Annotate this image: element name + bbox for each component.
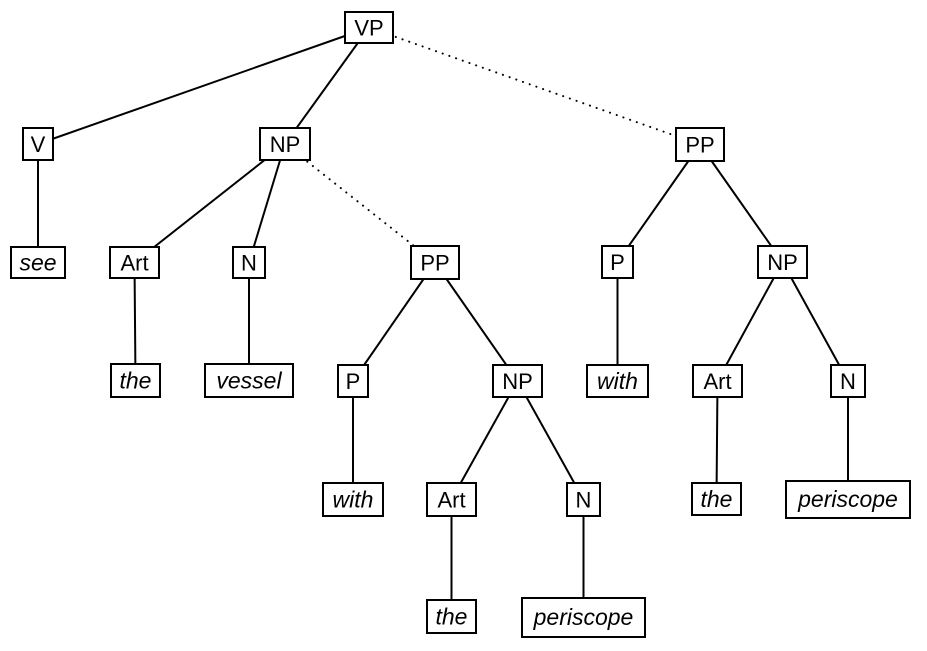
node-np-object-box [259, 127, 311, 161]
edge-pp2-np [699, 143, 784, 263]
node-see-box [10, 246, 66, 279]
node-n-3: N [830, 364, 866, 398]
edge-pp1-p [352, 261, 436, 382]
node-with-1-box [322, 482, 384, 517]
node-art-2-label: Art [437, 488, 465, 513]
edge-np2-art [450, 380, 519, 500]
node-the-2-label: the [436, 604, 468, 630]
node-the-3: the [691, 482, 742, 516]
node-np-2-label: NP [502, 369, 533, 394]
edge-pp1-np [434, 261, 519, 382]
node-art-3: Art [692, 364, 743, 398]
edge-art-the [133, 262, 137, 381]
node-vessel-label: vessel [216, 368, 282, 394]
node-np-3-box [757, 245, 808, 279]
node-np-3: NP [757, 245, 808, 279]
node-p-2: P [601, 245, 634, 279]
node-p-1-box [337, 364, 369, 398]
node-periscope-3-label: periscope [797, 486, 898, 512]
node-np-2-box [492, 364, 543, 398]
node-v: V [22, 127, 54, 161]
node-n-2-box [566, 482, 601, 517]
node-pp-vp-attached: PP [675, 127, 725, 162]
node-pp-np-attached-box [410, 245, 460, 280]
node-the-2-box [426, 599, 477, 634]
node-the-3-box [691, 482, 742, 516]
edge-np3-n [781, 261, 849, 382]
node-n-1: N [232, 246, 266, 279]
node-np-object-label: NP [270, 132, 301, 157]
node-p-2-label: P [610, 250, 625, 275]
node-periscope-3-box [785, 480, 911, 519]
edge-np3-art [716, 261, 784, 382]
node-art-1: Art [109, 246, 160, 279]
node-the-3-label: the [701, 486, 733, 512]
edge-np-pp-dotted [284, 143, 436, 264]
node-vessel-box [204, 363, 294, 398]
node-pp-np-attached: PP [410, 245, 460, 280]
node-p-2-box [601, 245, 634, 279]
node-vessel: vessel [204, 363, 294, 398]
node-periscope-2: periscope [521, 597, 646, 638]
edge-np-n [248, 143, 286, 263]
node-periscope-2-box [521, 597, 646, 638]
node-n-1-label: N [241, 251, 257, 276]
node-vp-label: VP [354, 16, 383, 41]
node-n-2: N [566, 482, 601, 517]
edge-np2-n [516, 380, 585, 500]
node-pp-vp-attached-box [675, 127, 725, 162]
node-n-2-label: N [576, 488, 592, 513]
node-pp-np-attached-label: PP [420, 251, 449, 276]
node-the-1-box [110, 363, 161, 398]
edge-vp-np [284, 26, 370, 145]
node-v-box [22, 127, 54, 161]
node-n-3-box [830, 364, 866, 398]
node-p-1: P [337, 364, 369, 398]
edge-pp2-p [616, 143, 701, 263]
node-vp: VP [344, 11, 394, 44]
node-with-2-box [586, 364, 649, 398]
node-with-2-label: with [597, 368, 638, 394]
node-art-1-box [109, 246, 160, 279]
node-periscope-2-label: periscope [533, 604, 634, 630]
tree-edges [37, 26, 849, 618]
node-see-label: see [19, 250, 56, 276]
node-p-1-label: P [346, 369, 361, 394]
node-with-1: with [322, 482, 384, 517]
edge-art3-the [715, 380, 719, 500]
tree-nodes: VP V NP PP see Art N PP [10, 11, 911, 638]
node-n-3-label: N [840, 369, 856, 394]
node-vp-box [344, 11, 394, 44]
edge-np-art [133, 143, 286, 264]
node-with-1-label: with [333, 487, 374, 513]
node-art-1-label: Art [120, 251, 148, 276]
node-np-object: NP [259, 127, 311, 161]
node-art-2: Art [426, 482, 477, 517]
node-the-2: the [426, 599, 477, 634]
node-the-1: the [110, 363, 161, 398]
node-with-2: with [586, 364, 649, 398]
edge-vp-v [37, 26, 370, 145]
edge-vp-pp-dotted [368, 26, 701, 146]
node-art-2-box [426, 482, 477, 517]
node-v-label: V [31, 132, 46, 157]
node-pp-vp-attached-label: PP [685, 133, 714, 158]
node-np-3-label: NP [767, 250, 798, 275]
node-n-1-box [232, 246, 266, 279]
node-see: see [10, 246, 66, 279]
node-periscope-3: periscope [785, 480, 911, 519]
node-art-3-box [692, 364, 743, 398]
node-the-1-label: the [120, 368, 152, 394]
node-art-3-label: Art [703, 369, 731, 394]
node-np-2: NP [492, 364, 543, 398]
